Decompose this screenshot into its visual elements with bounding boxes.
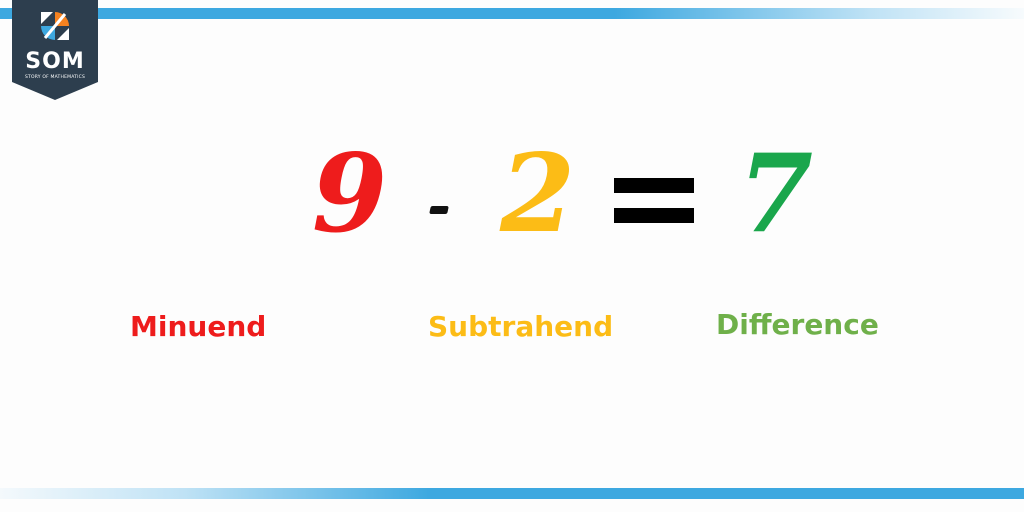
subtrahend-number: 2 (500, 131, 576, 257)
difference-label: Difference (716, 308, 879, 341)
minuend-number: 9 (312, 131, 388, 257)
minuend-label: Minuend (130, 310, 267, 343)
equals-bar-bottom (614, 208, 694, 223)
top-stripe (0, 8, 1024, 19)
difference-number: 7 (738, 131, 814, 257)
subtrahend-label: Subtrahend (428, 310, 614, 343)
bottom-stripe (0, 488, 1024, 499)
equals-bar-top (614, 178, 694, 193)
logo-badge (12, 0, 98, 100)
som-logo: SOM STORY OF MATHEMATICS (12, 0, 98, 100)
logo-brand-text: SOM (25, 49, 85, 74)
logo-mark-icon (41, 12, 69, 40)
minus-sign (429, 206, 449, 214)
logo-tagline: STORY OF MATHEMATICS (25, 75, 85, 80)
